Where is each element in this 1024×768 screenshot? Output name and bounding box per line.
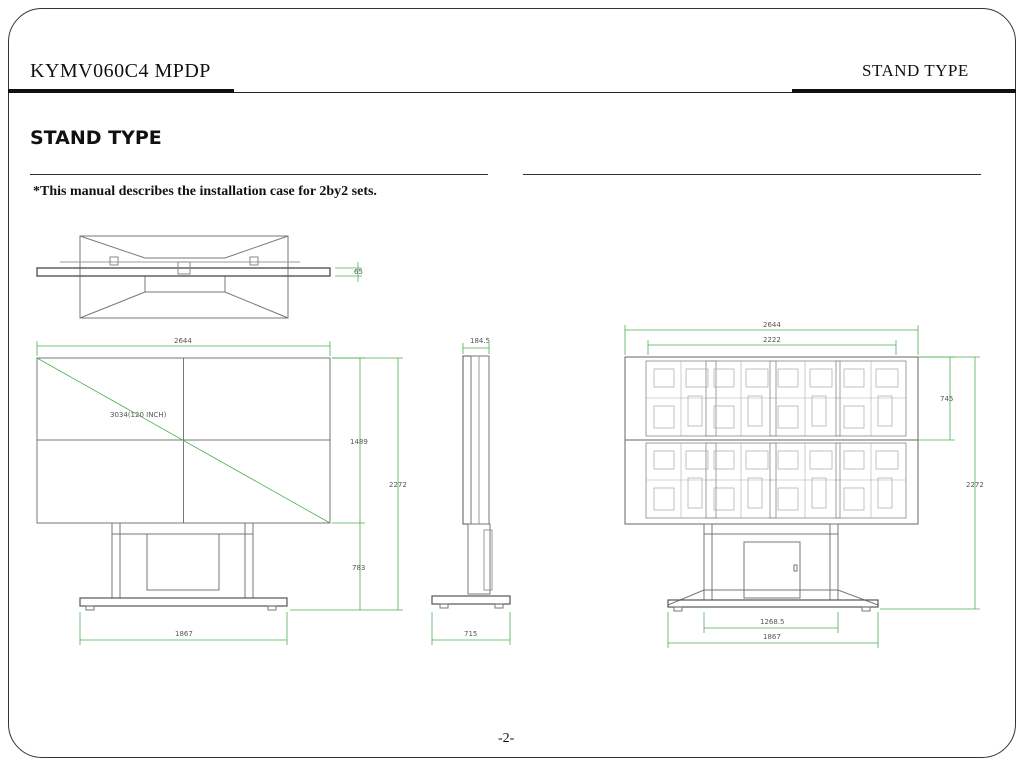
front-view-dimensions	[36, 341, 403, 645]
rear-view-dimensions	[624, 325, 980, 648]
dim-rear-base-width: 1867	[763, 633, 781, 641]
top-view	[36, 235, 331, 319]
dim-screen-height: 1489	[350, 438, 368, 446]
installation-note: *This manual describes the installation …	[33, 184, 377, 199]
slide-frame	[8, 8, 1016, 758]
top-view-dimension	[335, 262, 362, 282]
section-rule-left	[30, 174, 488, 175]
header-bar-left	[8, 89, 234, 93]
page-number: -2-	[498, 731, 515, 746]
dim-total-height: 2272	[389, 481, 407, 489]
dim-stand-height: 783	[352, 564, 365, 572]
dim-side-base: 715	[464, 630, 477, 638]
section-rule-right	[523, 174, 981, 175]
dim-diagonal: 3034(120 INCH)	[110, 411, 167, 419]
header-bar-right	[792, 89, 1016, 93]
dim-rear-stand-width: 1268.5	[760, 618, 785, 626]
dim-side-depth: 184.5	[470, 337, 490, 345]
header-doc-id: KYMV060C4 MPDP	[30, 60, 211, 82]
dim-rear-total-height: 2272	[966, 481, 984, 489]
side-view-dimensions	[431, 343, 511, 645]
dim-rear-width: 2644	[763, 321, 781, 329]
page-title: STAND TYPE	[30, 127, 162, 149]
side-view	[431, 355, 511, 609]
rear-view	[624, 356, 919, 612]
dim-rear-inner-width: 2222	[763, 336, 781, 344]
dim-front-width: 2644	[174, 337, 192, 345]
front-view	[36, 357, 331, 611]
dim-rear-panel-height: 745	[940, 395, 953, 403]
header-rule	[8, 92, 1016, 93]
dim-base-width: 1867	[175, 630, 193, 638]
header-section: STAND TYPE	[862, 61, 969, 80]
dim-top-depth: 65	[354, 268, 363, 276]
